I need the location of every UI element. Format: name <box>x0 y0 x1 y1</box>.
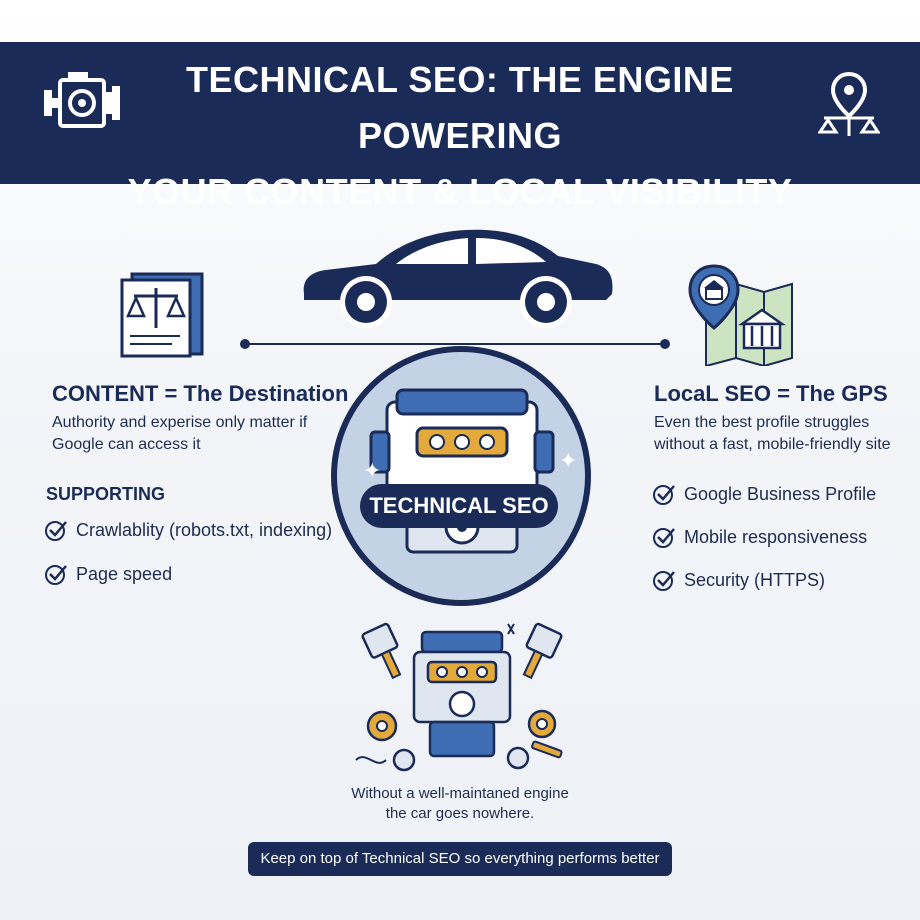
list-item: Crawlablity (robots.txt, indexing) <box>44 518 332 542</box>
caption-line-2: the car goes nowhere. <box>385 805 535 822</box>
engine-icon <box>40 72 124 139</box>
list-item: Google Business Profile <box>652 482 876 506</box>
footer-banner: Keep on top of Technical SEO so everythi… <box>248 842 672 876</box>
list-item-label: Security (HTTPS) <box>684 569 826 590</box>
title-line-2: YOUR CONTENT & LOCAL VISIBILITY <box>127 171 793 212</box>
list-item: Page speed <box>44 562 172 586</box>
disassembled-engine-icon <box>352 618 572 783</box>
list-item: Security (HTTPS) <box>652 568 825 592</box>
local-seo-heading: LocaL SEO = The GPS <box>654 381 888 406</box>
list-item: Mobile responsiveness <box>652 525 867 549</box>
title-line-1: TECHNICAL SEO: THE ENGINE POWERING <box>186 59 734 156</box>
sparkle-icon: ✦ <box>363 458 382 483</box>
list-item-label: Page speed <box>76 563 173 584</box>
content-heading: CONTENT = The Destination <box>52 381 349 406</box>
technical-seo-circle: ✦ ✦ <box>331 346 591 606</box>
connector-line <box>245 343 665 345</box>
supporting-label: SUPPORTING <box>46 484 166 504</box>
caption-line-1: Without a well-maintaned engine <box>351 785 569 802</box>
sparkle-icon: ✦ <box>559 448 578 473</box>
check-circle-icon <box>653 528 675 548</box>
bottom-caption: Without a well-maintaned engine the car … <box>340 784 580 824</box>
check-circle-icon <box>45 521 67 541</box>
location-scales-icon <box>817 70 881 145</box>
technical-seo-label: TECHNICAL SEO <box>360 484 558 528</box>
check-circle-icon <box>653 485 675 505</box>
page-title: TECHNICAL SEO: THE ENGINE POWERING YOUR … <box>120 52 800 220</box>
check-circle-icon <box>653 571 675 591</box>
engine-icon <box>367 372 557 587</box>
connector-dot-left <box>240 339 250 349</box>
header-banner: TECHNICAL SEO: THE ENGINE POWERING YOUR … <box>0 42 920 212</box>
local-seo-description: Even the best profile struggles without … <box>654 414 891 453</box>
list-item-label: Crawlablity (robots.txt, indexing) <box>76 519 333 540</box>
car-icon <box>296 222 618 337</box>
legal-document-icon <box>116 268 208 365</box>
connector-dot-right <box>660 339 670 349</box>
map-pin-bank-icon <box>686 262 796 371</box>
content-description: Authority and experise only matter if Go… <box>52 414 308 453</box>
list-item-label: Mobile responsiveness <box>684 526 868 547</box>
check-circle-icon <box>45 565 67 585</box>
list-item-label: Google Business Profile <box>684 483 877 504</box>
